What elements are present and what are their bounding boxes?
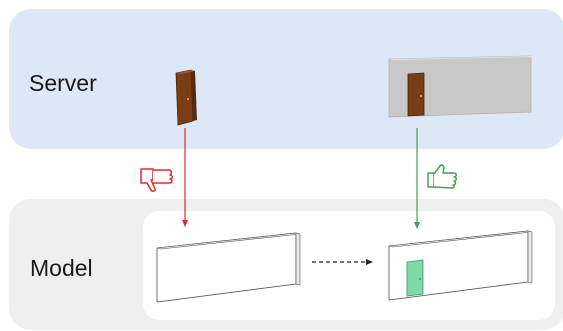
model-inserted-door: [406, 259, 424, 297]
server-door: [175, 69, 197, 126]
model-wall-plain: [156, 232, 301, 303]
model-label: Model: [30, 255, 93, 281]
server-label: Server: [29, 70, 97, 96]
thumbs-down-icon: [140, 168, 173, 192]
model-wall-with-door: [388, 230, 533, 301]
thumbs-up-icon: [427, 164, 457, 189]
server-wall-with-door: [388, 55, 533, 118]
